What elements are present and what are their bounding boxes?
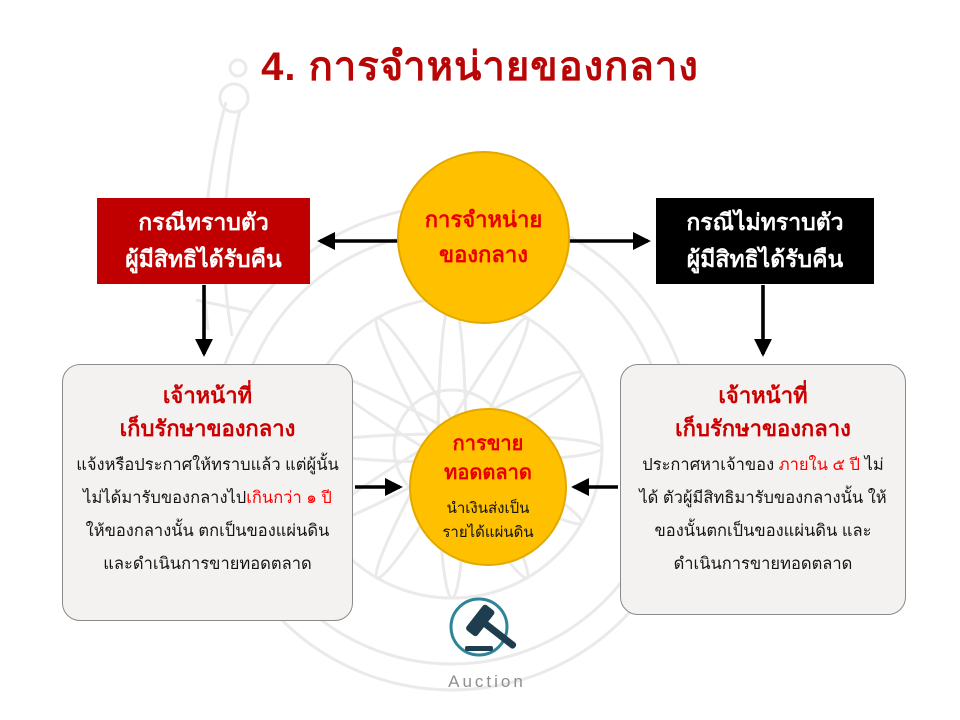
unknown-detail-heading-line2: เก็บรักษาของกลาง — [675, 416, 851, 441]
unknown-detail-heading: เจ้าหน้าที่ เก็บรักษาของกลาง — [633, 379, 893, 445]
known-owner-box: กรณีทราบตัว ผู้มีสิทธิได้รับคืน — [97, 198, 310, 284]
auction-node-sub-line2: รายได้แผ่นดิน — [442, 523, 534, 541]
known-detail-body-highlight: เกินกว่า ๑ ปี — [246, 489, 332, 507]
unknown-detail-body-after: ไม่ได้ ตัวผู้มีสิทธิมารับของกลางนั้น ให้… — [639, 456, 887, 573]
known-detail-body-after: ให้ของกลางนั้น ตกเป็นของแผ่นดิน และดำเนิ… — [85, 522, 330, 573]
unknown-detail-body-highlight: ภายใน ๕ ปี — [778, 456, 860, 474]
known-detail-heading-line1: เจ้าหน้าที่ — [162, 383, 253, 408]
known-owner-detail-box: เจ้าหน้าที่ เก็บรักษาของกลาง แจ้งหรือประ… — [62, 364, 353, 621]
auction-node-heading: การขาย ทอดตลาด — [444, 430, 532, 488]
unknown-owner-line1: กรณีไม่ทราบตัว — [686, 209, 844, 236]
center-node-line2: ของกลาง — [439, 241, 528, 267]
known-owner-line2: ผู้มีสิทธิได้รับคืน — [125, 246, 282, 272]
auction-node: การขาย ทอดตลาด นำเงินส่งเป็น รายได้แผ่นด… — [409, 408, 567, 566]
known-detail-heading: เจ้าหน้าที่ เก็บรักษาของกลาง — [75, 379, 340, 445]
unknown-owner-line2: ผู้มีสิทธิได้รับคืน — [686, 246, 844, 272]
known-detail-heading-line2: เก็บรักษาของกลาง — [119, 416, 296, 441]
center-node-line1: การจำหน่าย — [424, 207, 543, 233]
auction-node-sub-line1: นำเงินส่งเป็น — [446, 500, 530, 518]
known-detail-body-before: แจ้งหรือประกาศให้ทราบแล้ว แต่ผู้นั้น ไม่… — [76, 456, 339, 507]
page-title: 4. การจำหน่ายของกลาง — [261, 45, 699, 89]
auction-node-sub: นำเงินส่งเป็น รายได้แผ่นดิน — [442, 497, 533, 544]
auction-node-heading-line2: ทอดตลาด — [444, 462, 532, 485]
unknown-detail-body: ประกาศหาเจ้าของ ภายใน ๕ ปี ไม่ได้ ตัวผู้… — [633, 449, 893, 581]
gavel-icon — [449, 597, 517, 657]
auction-node-heading-line1: การขาย — [452, 433, 524, 456]
center-node: การจำหน่าย ของกลาง — [397, 151, 570, 324]
known-owner-line1: กรณีทราบตัว — [138, 209, 269, 236]
unknown-owner-box: กรณีไม่ทราบตัว ผู้มีสิทธิได้รับคืน — [656, 198, 874, 284]
auction-logo-label: Auction — [448, 672, 526, 691]
known-detail-body: แจ้งหรือประกาศให้ทราบแล้ว แต่ผู้นั้น ไม่… — [75, 449, 340, 581]
unknown-detail-heading-line1: เจ้าหน้าที่ — [718, 383, 808, 408]
unknown-detail-body-before: ประกาศหาเจ้าของ — [642, 456, 779, 474]
unknown-owner-detail-box: เจ้าหน้าที่ เก็บรักษาของกลาง ประกาศหาเจ้… — [620, 364, 906, 615]
center-node-heading: การจำหน่าย ของกลาง — [425, 203, 543, 271]
auction-logo: Auction — [422, 594, 552, 692]
